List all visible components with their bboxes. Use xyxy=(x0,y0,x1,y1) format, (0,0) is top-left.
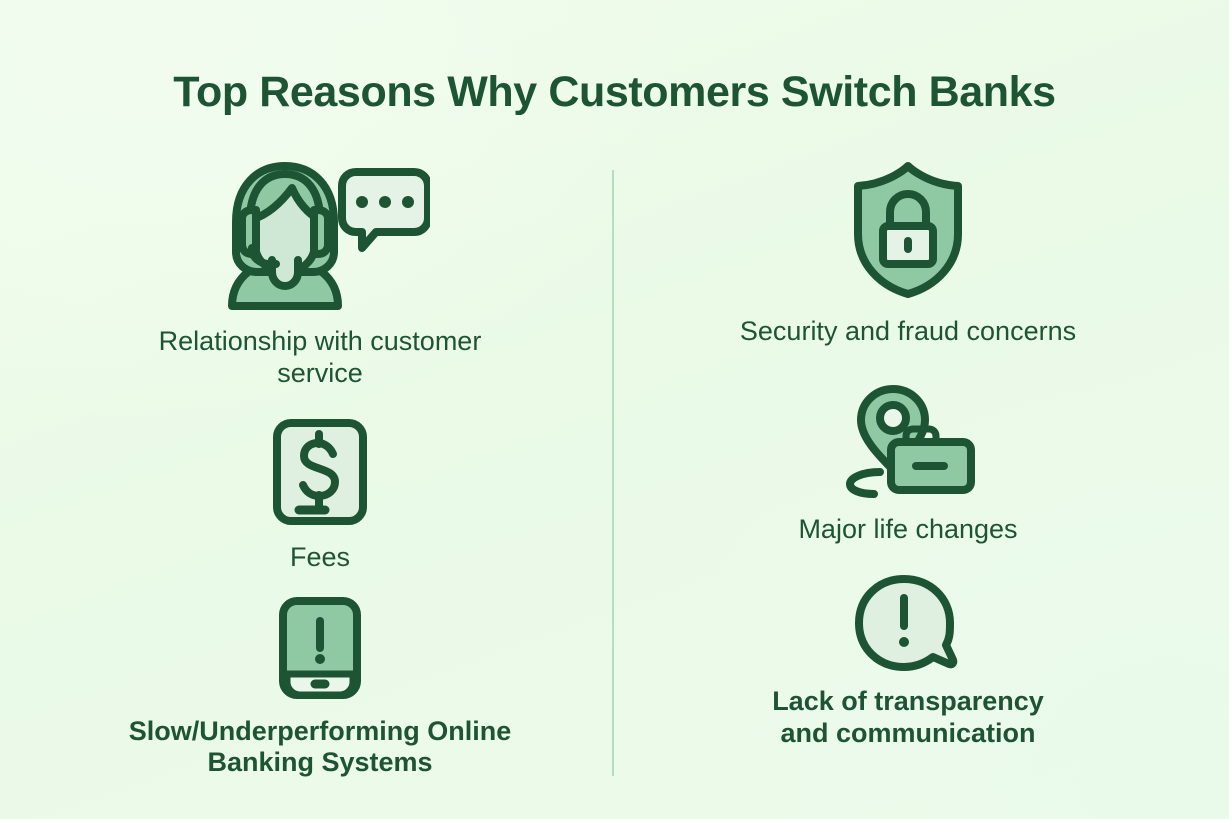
reason-label: Security and fraud concerns xyxy=(740,316,1076,348)
reason-item-relationship-with-customer-service: Relationship with customer service xyxy=(40,160,600,390)
reason-label-line1: Security and fraud concerns xyxy=(739,316,1077,346)
reason-item-fees: Fees xyxy=(40,418,600,574)
page-title: Top Reasons Why Customers Switch Banks xyxy=(173,68,1056,116)
reason-label: Lack of transparency and communication xyxy=(693,686,1123,750)
reason-label: Relationship with customer service xyxy=(105,326,535,390)
reason-item-major-life-changes: Major life changes xyxy=(628,384,1188,546)
reason-label: Fees xyxy=(290,542,350,574)
left-column: Relationship with customer service xyxy=(40,160,600,779)
reason-label-line2: and communication xyxy=(780,717,1036,748)
reason-item-lack-of-transparency: Lack of transparency and communication xyxy=(628,574,1188,750)
reason-label-line1: Relationship with customer xyxy=(158,326,482,356)
vertical-divider xyxy=(612,170,614,776)
speech-bubble-alert-icon xyxy=(853,574,963,676)
right-column: Security and fraud concerns Major life c… xyxy=(628,160,1188,749)
reason-label-line2: service xyxy=(277,357,363,388)
reason-label: Major life changes xyxy=(798,514,1017,546)
reason-item-security-and-fraud: Security and fraud concerns xyxy=(628,160,1188,348)
reason-item-slow-online-banking: Slow/Underperforming Online Banking Syst… xyxy=(40,596,600,780)
dollar-banknote-icon xyxy=(270,418,370,526)
reason-label-line1: Slow/Underperforming Online xyxy=(128,715,512,746)
reason-label-line2: Banking Systems xyxy=(207,747,433,778)
customer-service-agent-icon xyxy=(210,160,430,310)
shield-lock-icon xyxy=(850,160,966,300)
reason-label-line1: Major life changes xyxy=(798,513,1018,544)
reason-label-line1: Lack of transparency xyxy=(772,685,1044,716)
reason-label: Slow/Underperforming Online Banking Syst… xyxy=(70,716,570,780)
reason-label-line1: Fees xyxy=(289,541,351,572)
map-pin-briefcase-icon xyxy=(840,384,976,500)
smartphone-alert-icon xyxy=(277,596,363,700)
